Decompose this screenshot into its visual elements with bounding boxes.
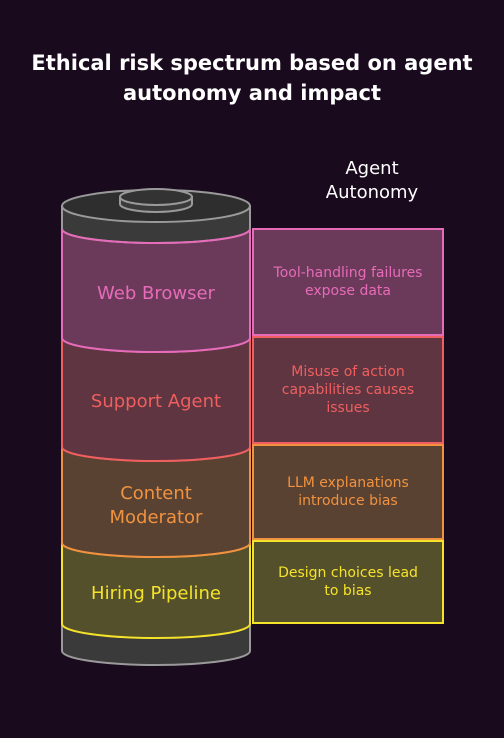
title-line-1: Ethical risk spectrum based on agent <box>31 51 473 75</box>
axis-label-line-1: Agent <box>345 158 399 179</box>
title-line-2: autonomy and impact <box>122 81 382 105</box>
description-box-hiring-pipeline: Design choices lead to bias <box>252 540 444 624</box>
description-box-content-moderator: LLM explanations introduce bias <box>252 444 444 540</box>
layer-label-support-agent: Support Agent <box>90 391 222 412</box>
axis-label: Agent Autonomy <box>300 157 444 205</box>
layer-label-hiring-pipeline: Hiring Pipeline <box>91 583 221 604</box>
description-content-moderator: LLM explanations introduce bias <box>287 475 409 509</box>
description-box-support-agent: Misuse of action capabilities causes iss… <box>252 336 444 444</box>
content-moderator-text: Content Moderator <box>109 483 203 528</box>
description-support-agent: Misuse of action capabilities causes iss… <box>281 364 415 416</box>
diagram-title: Ethical risk spectrum based on agent aut… <box>0 48 504 108</box>
layer-web-browser <box>61 228 251 353</box>
description-web-browser: Tool-handling failures expose data <box>273 265 423 299</box>
axis-label-line-2: Autonomy <box>325 182 419 203</box>
layer-label-web-browser: Web Browser <box>97 283 215 304</box>
battery-top-cap <box>61 188 251 244</box>
description-box-web-browser: Tool-handling failures expose data <box>252 228 444 336</box>
layer-label-content-moderator: Content Moderator <box>62 482 250 530</box>
description-hiring-pipeline: Design choices lead to bias <box>278 565 418 599</box>
